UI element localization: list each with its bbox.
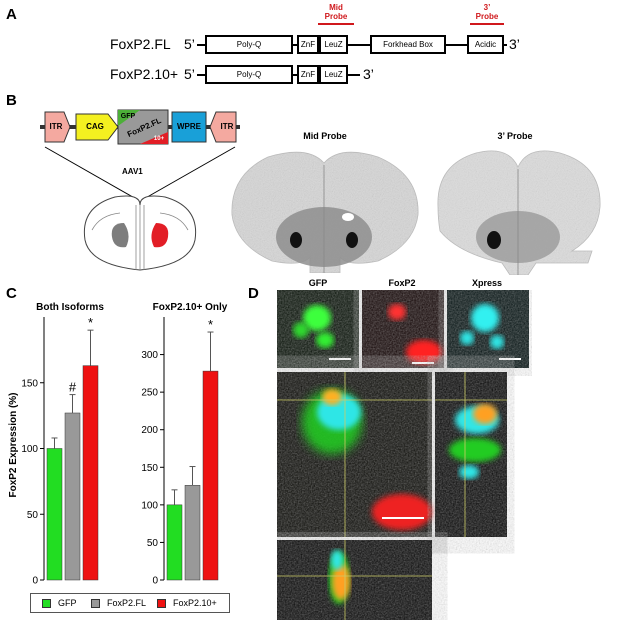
gene-line-fl (197, 44, 507, 46)
polyq-domain-10: Poly-Q (205, 65, 293, 84)
acidic-domain-fl: Acidic (467, 35, 504, 54)
bar-0-2 (82, 365, 99, 581)
three-prime-10: 3’ (363, 66, 374, 82)
five-prime-10: 5’ (184, 66, 195, 82)
forkhead-domain-fl: Forkhead Box (370, 35, 446, 54)
leuz-domain-fl: LeuZ (319, 35, 348, 54)
panel-letter-b: B (6, 92, 17, 109)
vector-ten: 10+ (153, 135, 165, 142)
three-probe-title: 3’ Probe (497, 131, 533, 141)
gene-name-10: FoxP2.10+ (110, 66, 179, 82)
vector-gfp: GFP (120, 112, 136, 120)
legend-label-fl: FoxP2.FL (107, 598, 147, 608)
expression-charts: Both Isoforms 0 50 100 150 # * FoxP2.10+ Only 0 5… (8, 302, 228, 587)
bar-0-0 (46, 448, 63, 581)
xpress-tile (447, 290, 529, 368)
mid-probe-title: Mid Probe (303, 131, 347, 141)
three-probe-brain-image (437, 150, 601, 275)
aav-label: AAV1 (122, 167, 143, 176)
chart-legend: GFP FoxP2.FL FoxP2.10+ (30, 593, 230, 613)
y-tick-label-1-100: 100 (141, 500, 158, 511)
gfp-tile (277, 290, 359, 368)
legend-label-ten: FoxP2.10+ (173, 598, 217, 608)
merged-image (277, 372, 432, 537)
bar-annotation-0-2: * (88, 315, 93, 330)
bar-annotation-0-1: # (69, 380, 77, 395)
y-tick-label-1-300: 300 (141, 350, 158, 361)
three-probe-label: 3’Probe (475, 3, 499, 21)
mid-probe-brain-image (231, 151, 419, 273)
y-tick-label-1-250: 250 (141, 388, 158, 399)
legend-swatch-ten (157, 599, 166, 608)
three-prime-fl: 3’ (509, 36, 520, 52)
leuz-domain-10: LeuZ (319, 65, 348, 84)
vector-cag: CAG (86, 121, 104, 131)
foxp2-tile (362, 290, 444, 368)
vector-wpre: WPRE (177, 121, 201, 131)
vector-shapes (44, 109, 237, 145)
y-tick-label-1-50: 50 (147, 538, 159, 549)
foxp2-channel-title: FoxP2 (388, 278, 416, 288)
xpress-channel-title: Xpress (471, 278, 503, 288)
five-prime-fl: 5’ (184, 36, 195, 52)
legend-label-gfp: GFP (58, 598, 77, 608)
bottom-projection (277, 540, 432, 620)
legend-swatch-fl (91, 599, 100, 608)
vector-itr-left: ITR (49, 121, 63, 131)
vector-itr-right: ITR (220, 121, 234, 131)
bar-1-2 (202, 370, 219, 581)
chart-title-0: Both Isoforms (36, 302, 104, 313)
gfp-channel-title: GFP (308, 278, 328, 288)
chart-layer: Both Isoforms 0 50 100 150 # * FoxP2.10+ Only 0 5… (8, 302, 228, 587)
panel-letter-a: A (6, 6, 17, 23)
znf-domain-fl: ZnF (297, 35, 319, 54)
y-tick-label-0-0: 0 (32, 576, 38, 587)
gene-name-fl: FoxP2.FL (110, 36, 171, 52)
legend-swatch-gfp (42, 599, 51, 608)
panel-letter-d: D (248, 285, 259, 302)
bar-1-0 (166, 504, 183, 581)
bar-1-1 (184, 485, 201, 581)
mid-probe-bar (318, 23, 354, 25)
y-tick-label-1-0: 0 (152, 576, 158, 587)
y-axis-label: FoxP2 Expression (%) (8, 392, 19, 497)
three-probe-bar (470, 23, 504, 25)
y-tick-label-1-150: 150 (141, 463, 158, 474)
chart-title-1: FoxP2.10+ Only (153, 302, 228, 313)
panel-letter-c: C (6, 285, 17, 302)
vector-construct: ITR CAG GFP FoxP2.FL 10+ WPRE ITR (40, 108, 245, 148)
y-tick-label-0-100: 100 (21, 444, 38, 455)
confocal-images (277, 290, 529, 620)
brain-schematic (44, 146, 236, 271)
bar-0-1 (64, 412, 81, 581)
znf-domain-10: ZnF (297, 65, 319, 84)
y-tick-label-0-50: 50 (27, 510, 39, 521)
polyq-domain-fl: Poly-Q (205, 35, 293, 54)
y-tick-label-0-150: 150 (21, 378, 38, 389)
y-tick-label-1-200: 200 (141, 425, 158, 436)
side-projection (435, 372, 507, 537)
bar-annotation-1-2: * (208, 317, 213, 332)
